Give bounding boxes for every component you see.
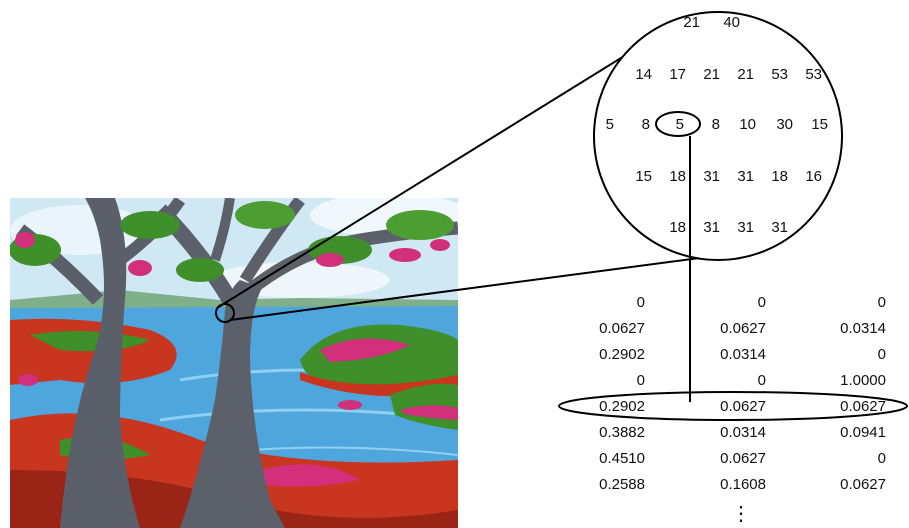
colormap-cell: 0.4510 (599, 450, 645, 467)
zoom-cell: 12 (643, 14, 660, 31)
colormap-cell: 0 (878, 346, 886, 363)
zoom-cell: 21 (737, 66, 754, 83)
zoom-cell: 18 (669, 168, 686, 185)
zoom-cell: 31 (771, 219, 788, 236)
zoom-cell: 8 (642, 116, 650, 133)
zoom-cell: 18 (771, 168, 788, 185)
colormap-cell: 0.0941 (840, 424, 886, 441)
zoom-cell: 53 (771, 66, 788, 83)
colormap-cell: 0.2902 (599, 346, 645, 363)
colormap-cell: 0.0627 (599, 320, 645, 337)
colormap-table: 0 0 0 0.0627 0.0627 0.0314 0.2902 0.0314… (599, 294, 886, 525)
colormap-cell: 0.0314 (720, 424, 766, 441)
zoom-cell: 17 (669, 66, 686, 83)
colormap-cell: 0.3882 (599, 424, 645, 441)
colormap-cell-highlighted: 0.2902 (599, 398, 645, 415)
zoom-cell: 21 (683, 14, 700, 31)
zoom-cell: 31 (737, 168, 754, 185)
colormap-cell: 0 (637, 294, 645, 311)
colormap-cell: 0 (758, 372, 766, 389)
zoom-cell: 31 (703, 219, 720, 236)
zoom-cell: 14 (635, 66, 652, 83)
colormap-continuation: ⋮ (731, 503, 751, 525)
zoom-cell: 31 (703, 168, 720, 185)
colormap-cell: 0.0627 (720, 320, 766, 337)
colormap-cell-highlighted: 0.0627 (720, 398, 766, 415)
colormap-cell: 0 (878, 294, 886, 311)
colormap-cell: 0.1608 (720, 476, 766, 493)
zoom-cell: 10 (739, 116, 756, 133)
colormap-cell: 0.0314 (720, 346, 766, 363)
zoom-cell: 30 (776, 116, 793, 133)
colormap-cell-highlighted: 0.0627 (840, 398, 886, 415)
zoom-cell: 53 (805, 66, 822, 83)
zoom-cell: 16 (805, 168, 822, 185)
zoom-cell: 21 (703, 66, 720, 83)
colormap-cell: 0.0314 (840, 320, 886, 337)
colormap-cell: 0.2588 (599, 476, 645, 493)
painting-image (9, 193, 470, 528)
zoom-cell: 8 (712, 116, 720, 133)
zoom-cell: 15 (635, 168, 652, 185)
colormap-cell: 0 (637, 372, 645, 389)
colormap-cell: 0.0627 (840, 476, 886, 493)
colormap-cell: 0 (758, 294, 766, 311)
zoom-cell: 15 (811, 116, 828, 133)
zoom-cell: 5 (606, 116, 614, 133)
colormap-cell: 1.0000 (840, 372, 886, 389)
zoom-cell: 40 (723, 14, 740, 31)
colormap-cell: 0 (878, 450, 886, 467)
colormap-cell: 0.0627 (720, 450, 766, 467)
zoom-cell-highlighted: 5 (676, 116, 684, 133)
zoom-cell: 18 (669, 219, 686, 236)
zoom-cell: 31 (737, 219, 754, 236)
